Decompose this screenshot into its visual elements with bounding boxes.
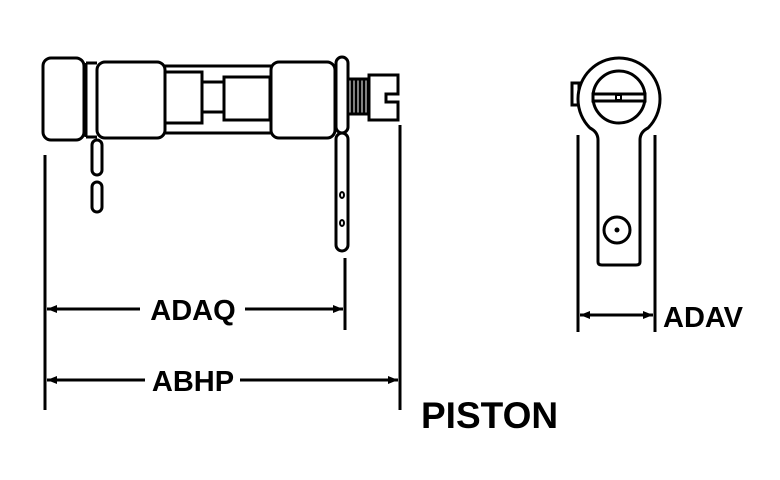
connector [200, 80, 226, 114]
inner-right-block [222, 75, 272, 122]
chain-link [90, 138, 104, 177]
piston-end-view [570, 56, 662, 267]
piston-side-view [41, 55, 400, 253]
inner-left-block [161, 70, 204, 125]
dimension-label-abhp: ABHP [152, 366, 234, 398]
plate-top [334, 55, 350, 135]
slotted-nut [367, 73, 400, 122]
dimension-label-adav: ADAV [663, 302, 744, 334]
dimension-lines [43, 125, 657, 410]
body [95, 60, 167, 140]
part-title: PISTON [421, 395, 558, 436]
chain-link [90, 180, 104, 214]
end-cap [41, 56, 86, 142]
right-cap [269, 60, 337, 140]
thread-lines [350, 80, 366, 113]
dimension-label-adaq: ADAQ [150, 295, 235, 327]
